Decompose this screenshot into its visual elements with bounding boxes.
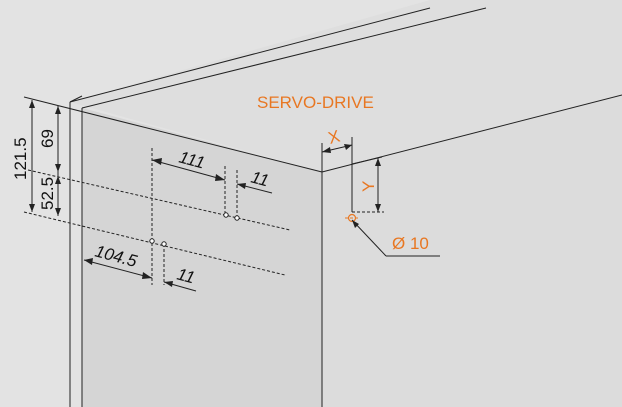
dim-11-lower-label: 11 [175,265,197,288]
height-total-label: 121.5 [11,137,30,180]
side-panel [82,108,322,407]
height-dimension-lines [23,100,291,276]
servo-hole [345,213,440,257]
title: SERVO-DRIVE [257,93,374,112]
dimension-111 [151,158,226,181]
dimension-104-5 [83,258,153,279]
cabinet-edges [23,7,622,407]
height-lower-label: 52.5 [38,177,57,210]
offset-x-dimension [321,137,353,212]
dimension-11-upper [236,183,273,194]
offset-y-label: Y [359,181,378,192]
offset-x-label: X [326,127,342,148]
dim-11-upper-label: 11 [249,168,271,191]
reference-lines [151,148,238,285]
drill-holes [149,212,240,247]
height-upper-label: 69 [38,129,57,148]
dimension-11-lower [163,281,197,292]
front-panel [322,95,622,407]
offset-y-dimension [351,156,384,213]
top-panel [70,0,622,172]
hole-diameter-label: Ø 10 [392,234,429,253]
